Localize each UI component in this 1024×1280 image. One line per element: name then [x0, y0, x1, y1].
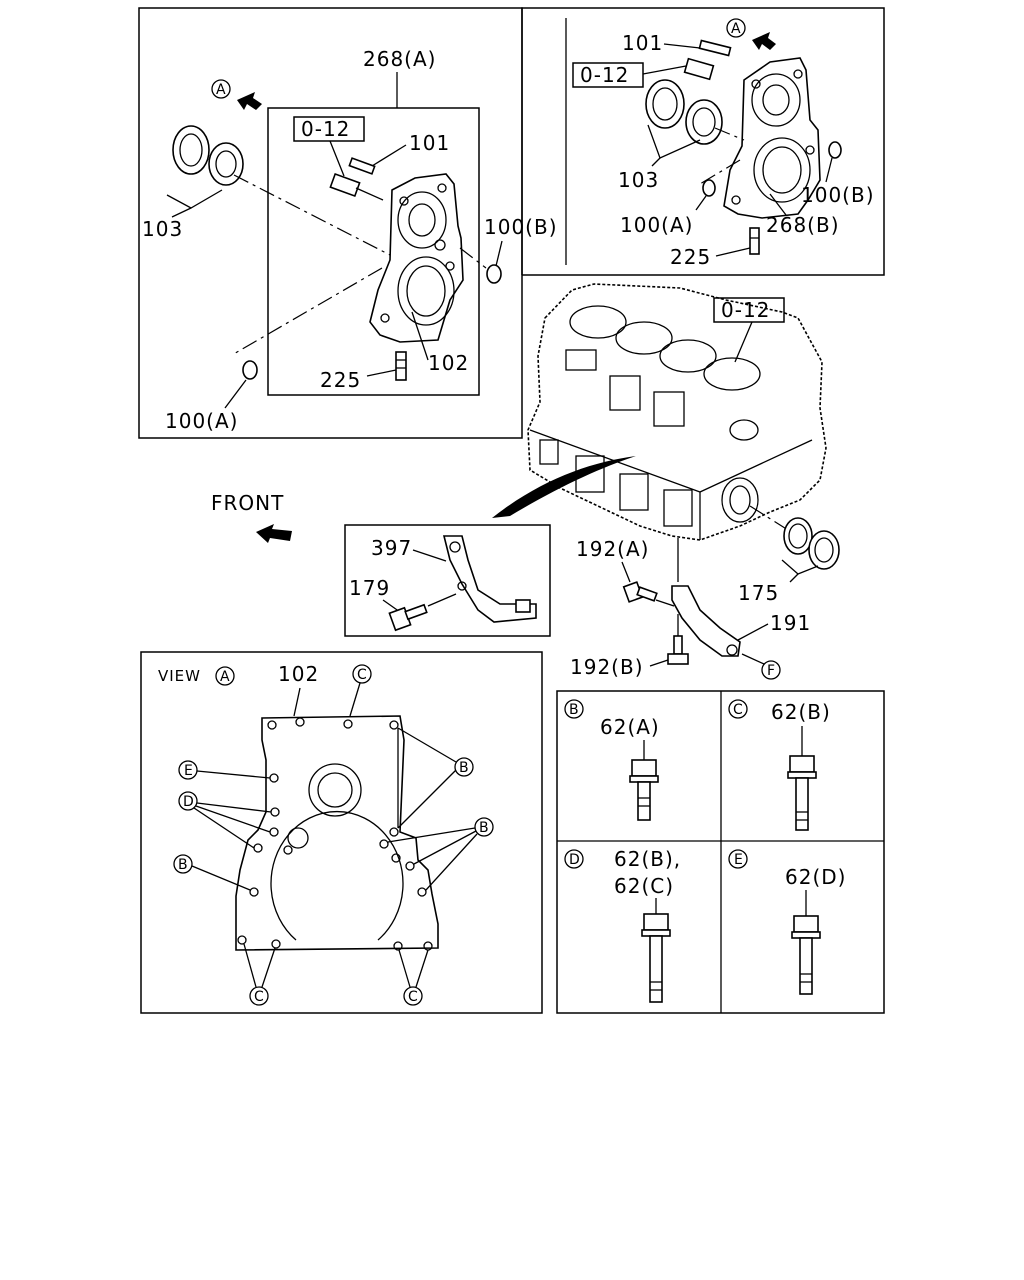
seal-103-left	[172, 125, 244, 186]
bracket-397-panel: 397 179	[344, 524, 551, 637]
callout-c-view-top: C	[352, 664, 372, 684]
bolt-table: B 62(A) C 62(B) D 62(B),	[556, 690, 885, 1014]
cylinder-block-drawing: 0-12 175 191 192(A) 192(B)	[492, 283, 840, 680]
view-a-panel: VIEW A 102 C	[140, 651, 543, 1014]
callout-c-view-bottom-left: C	[249, 986, 269, 1006]
svg-text:B: B	[569, 702, 580, 718]
part-label-62d: 62(D)	[785, 865, 846, 889]
callout-b-view-left: B	[173, 854, 193, 874]
callout-a: A	[211, 79, 231, 99]
part-label-62a: 62(A)	[600, 715, 660, 739]
svg-text:F: F	[767, 663, 776, 679]
front-cover-assembly-right	[723, 57, 821, 219]
part-label-62bc-line2: 62(C)	[614, 874, 674, 898]
view-label: VIEW	[158, 667, 201, 685]
front-label: FRONT	[211, 491, 284, 515]
front-cover-alt-panel: A 101 0-12 103	[521, 7, 885, 276]
svg-text:A: A	[731, 21, 742, 37]
front-arrow-icon	[256, 524, 292, 543]
part-label-100a-left: 100(A)	[165, 409, 238, 433]
part-label-192a: 192(A)	[576, 537, 649, 561]
part-label-102-left: 102	[428, 351, 469, 375]
ref-label-0-12-block: 0-12	[721, 298, 770, 322]
callout-b-table: B	[564, 699, 584, 719]
callout-c-table: C	[728, 699, 748, 719]
callout-d-view: D	[178, 791, 198, 811]
callout-f: F	[761, 660, 781, 680]
callout-d-table: D	[564, 849, 584, 869]
front-cover-assembly-left	[369, 173, 464, 343]
front-cover-detail-panel: 268(A) A 103 0-12 101	[138, 7, 558, 439]
part-label-100b-left: 100(B)	[484, 215, 558, 239]
bolt-192a	[622, 581, 658, 603]
part-label-191: 191	[770, 611, 811, 635]
seal-103-right	[645, 79, 723, 145]
bolt-62b	[787, 755, 817, 831]
part-label-62bc-line1: 62(B),	[614, 847, 681, 871]
stud-101-left	[329, 157, 384, 201]
callout-e-table: E	[728, 849, 748, 869]
part-label-103-right: 103	[618, 168, 659, 192]
part-label-179: 179	[349, 576, 390, 600]
bolt-62a	[629, 759, 659, 821]
ref-label-0-12-left: 0-12	[301, 117, 350, 141]
svg-text:A: A	[220, 669, 231, 685]
part-label-268b: 268(B)	[766, 213, 840, 237]
ref-label-0-12-right: 0-12	[580, 63, 629, 87]
callout-a-view: A	[215, 666, 235, 686]
part-label-225-right: 225	[670, 245, 711, 269]
part-label-225-left: 225	[320, 368, 361, 392]
svg-text:C: C	[733, 702, 744, 718]
svg-text:C: C	[357, 667, 368, 683]
part-label-397: 397	[371, 536, 412, 560]
callout-b-view-right-bottom: B	[474, 817, 494, 837]
svg-text:B: B	[459, 760, 470, 776]
part-label-103-left: 103	[142, 217, 183, 241]
arrow-icon	[237, 92, 262, 110]
part-label-192b: 192(B)	[570, 655, 644, 679]
svg-text:B: B	[479, 820, 490, 836]
svg-text:D: D	[183, 794, 195, 810]
svg-text:A: A	[216, 82, 227, 98]
part-label-101-right: 101	[622, 31, 663, 55]
callout-b-view-right-top: B	[454, 757, 474, 777]
part-label-101-left: 101	[409, 131, 450, 155]
svg-text:E: E	[734, 852, 744, 868]
svg-text:B: B	[178, 857, 189, 873]
svg-text:D: D	[569, 852, 581, 868]
part-label-175: 175	[738, 581, 779, 605]
part-label-268a: 268(A)	[363, 47, 436, 71]
part-label-102-view: 102	[278, 662, 319, 686]
callout-e-view: E	[178, 760, 198, 780]
bolt-62d	[791, 915, 821, 995]
svg-text:E: E	[184, 763, 194, 779]
arrow-icon	[752, 32, 776, 50]
part-label-100a-right: 100(A)	[620, 213, 693, 237]
bolt-62bc	[641, 913, 671, 1003]
bolt-225-left	[395, 351, 407, 381]
svg-text:C: C	[254, 989, 265, 1005]
part-label-62b: 62(B)	[771, 700, 831, 724]
callout-a-top-right: A	[726, 18, 746, 38]
part-label-100b-right: 100(B)	[801, 183, 875, 207]
svg-text:C: C	[408, 989, 419, 1005]
callout-c-view-bottom-right: C	[403, 986, 423, 1006]
